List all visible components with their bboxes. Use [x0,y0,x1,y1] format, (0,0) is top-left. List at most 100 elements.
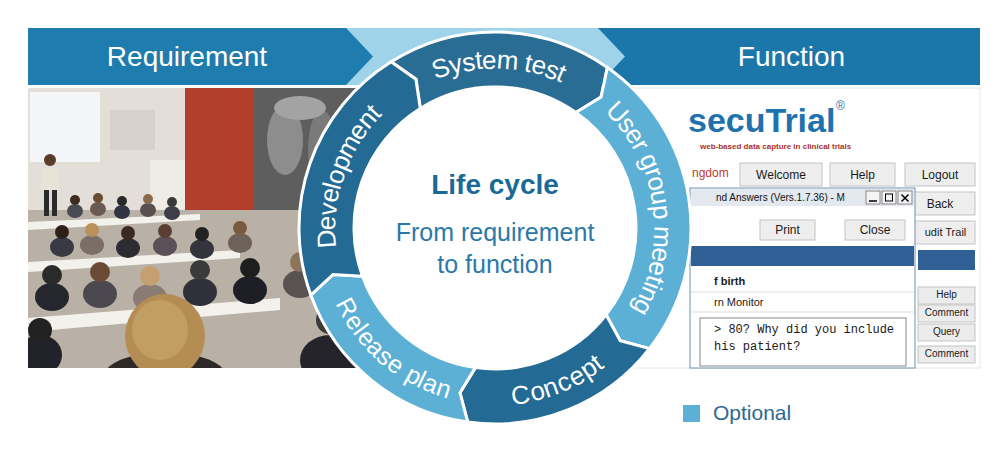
software-screenshot [691,189,914,206]
software-screenshot [690,188,915,368]
software-screenshot [902,195,909,202]
glyph: e [482,46,497,72]
software-screenshot [898,191,912,204]
button-label: Help [830,169,895,181]
conference-photo [158,224,172,238]
conference-photo [90,262,110,282]
conference-photo [52,190,57,216]
conference-photo [42,265,62,285]
trademark-sign: ® [836,100,845,112]
conference-photo [132,300,188,360]
glyph: p [649,203,676,220]
software-screenshot [700,318,906,366]
requirement-band: Requirement [28,28,373,85]
button-label: Welcome [740,169,822,181]
software-screenshot [866,191,880,204]
conference-photo [35,283,69,311]
window-title: nd Answers (Vers.1.7.36) - M [716,193,845,203]
conference-photo [30,92,100,162]
glyph: e [313,215,339,230]
conference-photo [116,238,140,258]
button-label: Query [918,327,975,337]
conference-photo [44,190,49,216]
software-screenshot [886,194,893,201]
conference-photo [80,235,104,255]
button-label: Back [905,198,975,210]
conference-photo [85,223,99,237]
conference-photo [44,154,56,166]
conference-photo [83,280,117,308]
conference-photo [195,227,209,241]
software-screenshot [830,163,895,186]
software-screenshot [882,191,896,204]
button-label: Close [845,224,905,236]
conference-photo [121,226,135,240]
button-label: Print [760,224,815,236]
query-text: > 80? Why did you include [714,324,894,336]
conference-photo [140,203,156,217]
conference-photo [114,205,130,219]
software-screenshot [869,200,877,202]
conference-photo [228,233,252,253]
conference-photo [90,202,106,216]
center-circle [354,87,636,369]
legend-swatch [683,405,700,422]
conference-photo [93,193,103,203]
software-screenshot [918,250,975,270]
glyph: m [650,225,677,248]
glyph: D [313,229,340,249]
button-label: Logout [905,169,975,181]
conference-photo [274,96,326,120]
conference-photo [143,194,153,204]
band-arrow [598,28,980,85]
software-screenshot [760,220,815,240]
software-screenshot [691,312,914,313]
band-label: Requirement [28,28,346,85]
conference-photo [150,160,186,215]
conference-photo [167,197,177,207]
software-screenshot [918,287,975,304]
circle-heading: Life cycle [375,168,615,202]
circle-subtitle: From requirement to function [383,216,608,280]
conference-photo [55,225,69,239]
conference-photo [190,260,210,280]
software-screenshot [620,88,980,368]
life-cycle-circle: Life cycleFrom requirement to function [354,87,636,369]
software-screenshot [905,163,975,186]
field-label: rn Monitor [714,297,764,308]
button-label: Comment [918,308,975,318]
field-label: f birth [714,276,745,287]
conference-photo [50,237,74,257]
conference-photo [28,318,52,342]
function-band: Function [598,28,980,85]
software-screenshot [620,88,980,368]
logo-text: secuTrial [688,103,835,137]
conference-photo [164,206,180,220]
circle-content: Life cycleFrom requirement to function [354,168,636,280]
conference-photo [125,294,205,368]
button-label: Comment [918,349,975,359]
software-screenshot [845,220,905,240]
software-screenshot [918,305,975,322]
button-label: Help [918,290,975,300]
band-label: Function [625,28,958,85]
conference-photo [153,236,177,256]
legend-text: Optional [713,402,791,423]
conference-photo [70,195,80,205]
software-screenshot [691,246,914,266]
conference-photo [190,239,214,259]
glyph: m [496,46,520,74]
software-screenshot [918,324,975,341]
glyph [650,218,676,226]
conference-photo [140,266,160,286]
conference-photo [40,168,60,190]
conference-photo [233,276,267,304]
software-screenshot [740,163,822,186]
logo-tagline: web-based data capture in clinical trial… [700,143,851,151]
legend-item: Optional [683,404,883,426]
conference-photo [240,258,260,278]
band-arrow [28,28,373,85]
software-screenshot [691,292,914,293]
